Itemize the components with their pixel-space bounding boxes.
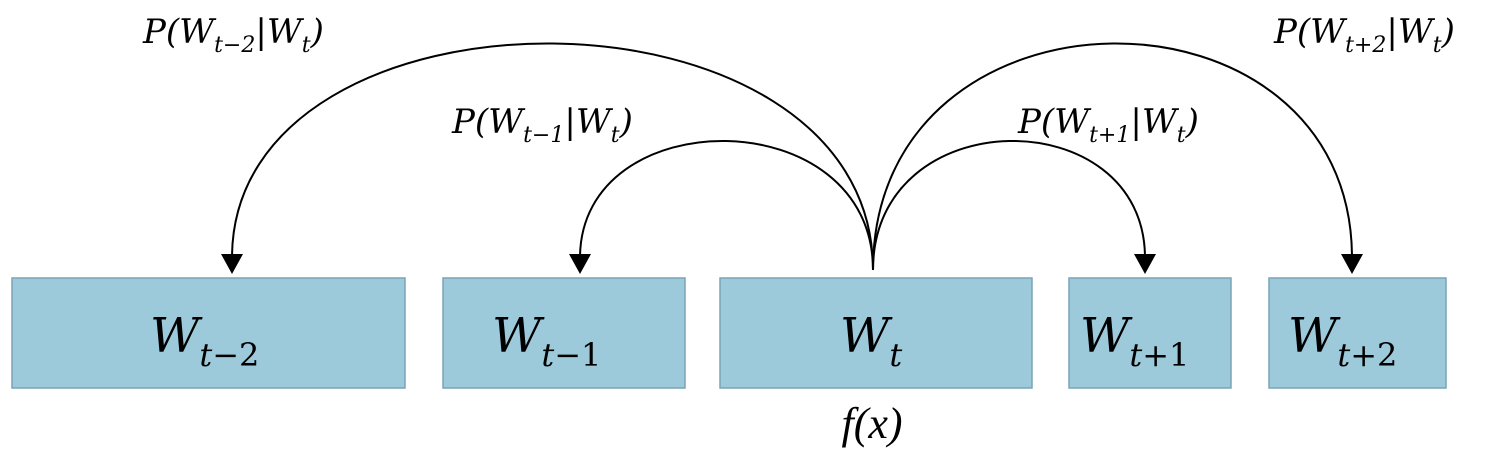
arrowhead-w-t-plus-2 (1341, 254, 1363, 274)
prob-open: P(W (142, 12, 217, 52)
prob-close: ) (619, 102, 633, 142)
box-label-sub-var: t (889, 336, 902, 374)
prob-open: P(W (1017, 102, 1092, 142)
arc-to-w-t-minus-1 (579, 140, 874, 271)
box-label-sub-var: t (541, 336, 554, 374)
box-label-base: W (1288, 308, 1341, 364)
prob-sub2: t (1433, 33, 1442, 58)
prob-sub: t+1 (1089, 123, 1130, 148)
arrowhead-w-t-minus-2 (221, 254, 243, 274)
box-label-sub-var: t (199, 336, 212, 374)
prob-sub: t−2 (214, 33, 255, 58)
box-label-w-t-minus-1: Wt−1 (492, 308, 601, 374)
prob-label-t-plus-1: P(Wt+1|Wt) (1017, 102, 1199, 148)
prob-close: ) (310, 12, 324, 52)
box-w-t-plus-2 (1268, 277, 1447, 389)
box-label-sub-var: t (1337, 336, 1350, 374)
prob-sub: t+2 (1345, 33, 1386, 58)
box-label-sub-rest: +1 (1142, 336, 1189, 374)
box-label-w-t-plus-1: Wt+1 (1080, 308, 1189, 374)
prob-sub2: t (302, 33, 311, 58)
arc-to-w-t-minus-2 (231, 42, 874, 271)
box-label-base: W (1080, 308, 1133, 364)
box-label-sub-rest: −2 (212, 336, 259, 374)
box-w-t-minus-2 (11, 277, 406, 389)
prob-sub2: t (611, 123, 620, 148)
box-w-t (719, 277, 1033, 389)
prob-label-t-minus-1: P(Wt−1|Wt) (451, 102, 633, 148)
box-label-w-t-plus-2: Wt+2 (1288, 308, 1397, 374)
prob-close: ) (1185, 102, 1199, 142)
prob-sub: t−1 (523, 123, 564, 148)
prob-mid: |W (1386, 12, 1435, 52)
box-label-sub-rest: +2 (1350, 336, 1397, 374)
function-label: f(x) (841, 399, 902, 448)
box-label-w-t-minus-2: Wt−2 (150, 308, 259, 374)
box-label-base: W (492, 308, 545, 364)
box-w-t-minus-1 (442, 277, 686, 389)
box-label-base: W (840, 308, 893, 364)
prob-open: P(W (451, 102, 526, 142)
prob-label-t-minus-2: P(Wt−2|Wt) (142, 12, 324, 58)
prob-mid: |W (1130, 102, 1179, 142)
prob-label-t-plus-2: P(Wt+2|Wt) (1273, 12, 1455, 58)
prob-mid: |W (255, 12, 304, 52)
box-label-w-t: Wt (840, 308, 902, 374)
prob-close: ) (1441, 12, 1455, 52)
box-label-base: W (150, 308, 203, 364)
prob-open: P(W (1273, 12, 1348, 52)
arrowhead-w-t-minus-1 (569, 254, 591, 274)
box-w-t-plus-1 (1068, 277, 1232, 389)
box-label-sub-rest: −1 (554, 336, 601, 374)
prob-mid: |W (564, 102, 613, 142)
arc-to-w-t-plus-1 (872, 140, 1146, 271)
prob-sub2: t (1177, 123, 1186, 148)
arc-to-w-t-plus-2 (872, 42, 1353, 271)
arrowhead-w-t-plus-1 (1134, 254, 1156, 274)
box-label-sub-var: t (1129, 336, 1142, 374)
